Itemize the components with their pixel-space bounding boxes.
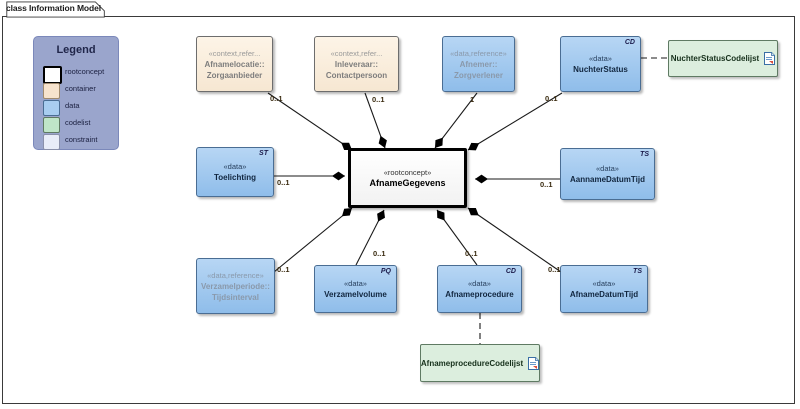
class-stereotype: «data» [596,164,619,173]
multiplicity-afnemer: 1 [470,95,475,104]
class-name-line2: Tijdsinterval [212,292,259,302]
class-afnamedatumtijd[interactable]: TS «data» AfnameDatumTijd [560,265,648,313]
class-verzamelvolume[interactable]: PQ «data» Verzamelvolume [314,265,397,313]
class-afnamelocatie-zorgaanbieder[interactable]: «context,refer... Afnamelocatie:: Zorgaa… [196,36,273,92]
legend-swatch-rootconcept [43,66,62,84]
class-stereotype: «data» [468,279,491,288]
class-stereotype: «data» [589,54,612,63]
class-stereotype: «data» [592,279,616,288]
class-tag: CD [624,39,635,46]
diagram-title: class Information Model [6,3,101,13]
class-stereotype: «context,refer... [330,48,383,58]
class-tag: TS [633,268,642,275]
class-tag: PQ [380,268,391,275]
class-stereotype: «data,reference» [207,270,264,280]
legend-swatch-codelist [43,117,60,133]
class-aannamedatumtijd[interactable]: TS «data» AannameDatumTijd [560,148,655,200]
legend-label-codelist: codelist [65,118,91,127]
class-toelichting[interactable]: ST «data» Toelichting [196,147,274,197]
class-stereotype: «rootconcept» [383,168,432,177]
legend-swatch-data [43,100,60,116]
multiplicity-aannamedatumtijd: 0..1 [540,180,553,189]
class-inleveraar-contactpersoon[interactable]: «context,refer... Inleveraar:: Contactpe… [314,36,399,92]
multiplicity-afnameprocedure: 0..1 [465,249,478,258]
class-name-line2: Zorgverlener [454,70,503,80]
class-verzamelperiode-tijdsinterval[interactable]: «data,reference» Verzamelperiode:: Tijds… [196,258,275,314]
legend-label-data: data [65,101,80,110]
class-name: Verzamelperiode:: [201,281,270,291]
class-name: Afnamelocatie:: [204,59,265,69]
class-name: AfnameprocedureCodelijst [420,358,524,368]
class-name: Inleveraar:: [334,59,379,69]
class-name: AfnameDatumTijd [569,290,639,299]
multiplicity-verzamelvolume: 0..1 [373,249,386,258]
class-tag: CD [505,268,516,275]
class-name-line2: Contactpersoon [325,70,388,80]
multiplicity-afnamelocatie: 0..1 [270,94,283,103]
class-name: Verzamelvolume [324,290,387,299]
multiplicity-nuchterstatus: 0..1 [545,94,558,103]
multiplicity-inleveraar: 0..1 [372,95,385,104]
class-name: Toelichting [213,173,257,182]
legend-label-constraint: constraint [65,135,98,144]
class-name: NuchterStatus [573,65,628,74]
class-afnameprocedure[interactable]: CD «data» Afnameprocedure [437,265,522,313]
class-name-line2: Zorgaanbieder [206,70,263,80]
class-stereotype: «context,refer... [208,48,261,58]
legend-label-container: container [65,84,96,93]
legend-label-rootconcept: rootconcept [65,67,105,76]
legend: Legend rootconcept container data codeli… [33,36,119,150]
class-stereotype: «data» [344,279,367,288]
class-stereotype: «data,reference» [450,48,507,58]
multiplicity-verzamelperiode: 0..1 [277,265,290,274]
title-tab-shape [6,1,105,18]
class-name: Afnameprocedure [445,290,514,299]
legend-swatch-constraint [43,134,60,150]
document-icon [528,356,540,370]
legend-swatch-container [43,83,60,99]
document-icon [764,52,776,65]
multiplicity-toelichting: 0..1 [277,178,290,187]
class-afnameprocedurecodelijst[interactable]: AfnameprocedureCodelijst [420,344,540,382]
class-name: AfnameGegevens [369,178,446,188]
class-afnamegegevens-rootconcept[interactable]: «rootconcept» AfnameGegevens [348,148,467,208]
class-tag: TS [640,151,649,158]
class-name: Afnemer:: [459,59,498,69]
class-name: NuchterStatusCodelijst [670,54,760,63]
class-afnemer-zorgverlener[interactable]: «data,reference» Afnemer:: Zorgverlener [442,36,515,92]
class-stereotype: «data» [223,162,247,171]
legend-title: Legend [56,44,96,56]
class-tag: ST [259,150,268,157]
class-nuchterstatus[interactable]: CD «data» NuchterStatus [560,36,641,92]
class-name: AannameDatumTijd [570,175,645,184]
multiplicity-afnamedatumtijd: 0..1 [548,265,561,274]
class-nuchterstatuscodelijst[interactable]: NuchterStatusCodelijst [668,40,778,77]
